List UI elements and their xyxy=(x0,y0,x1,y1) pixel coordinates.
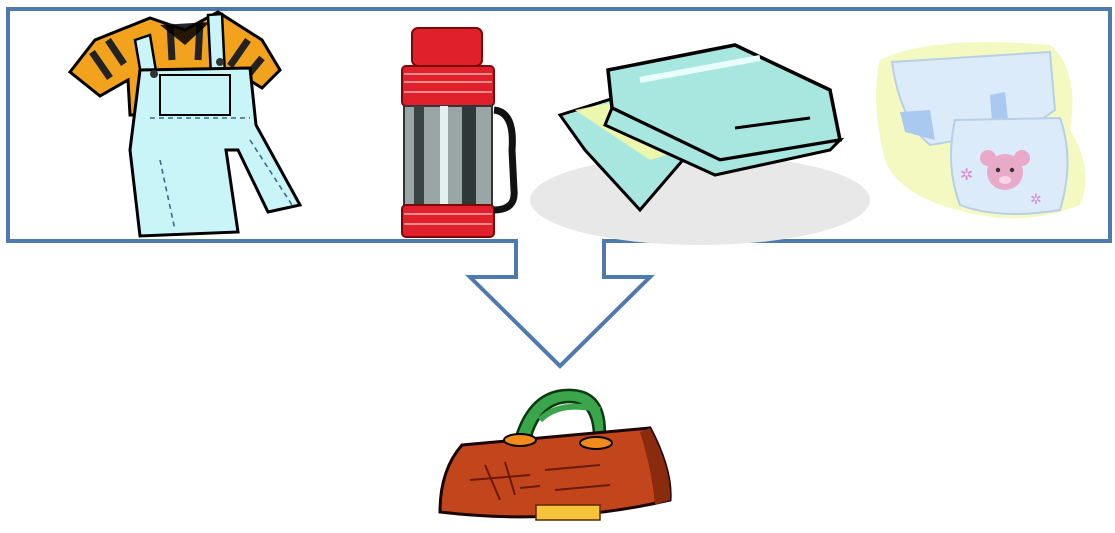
svg-text:✲: ✲ xyxy=(1030,192,1042,208)
travel-bag-icon xyxy=(440,390,670,520)
thermos-flask-icon xyxy=(402,28,514,237)
folded-blanket-icon xyxy=(530,45,870,245)
overalls-and-shirt-icon xyxy=(70,12,300,236)
svg-text:✲: ✲ xyxy=(960,165,973,184)
diapers-icon: ✲ ✲ xyxy=(876,42,1086,218)
